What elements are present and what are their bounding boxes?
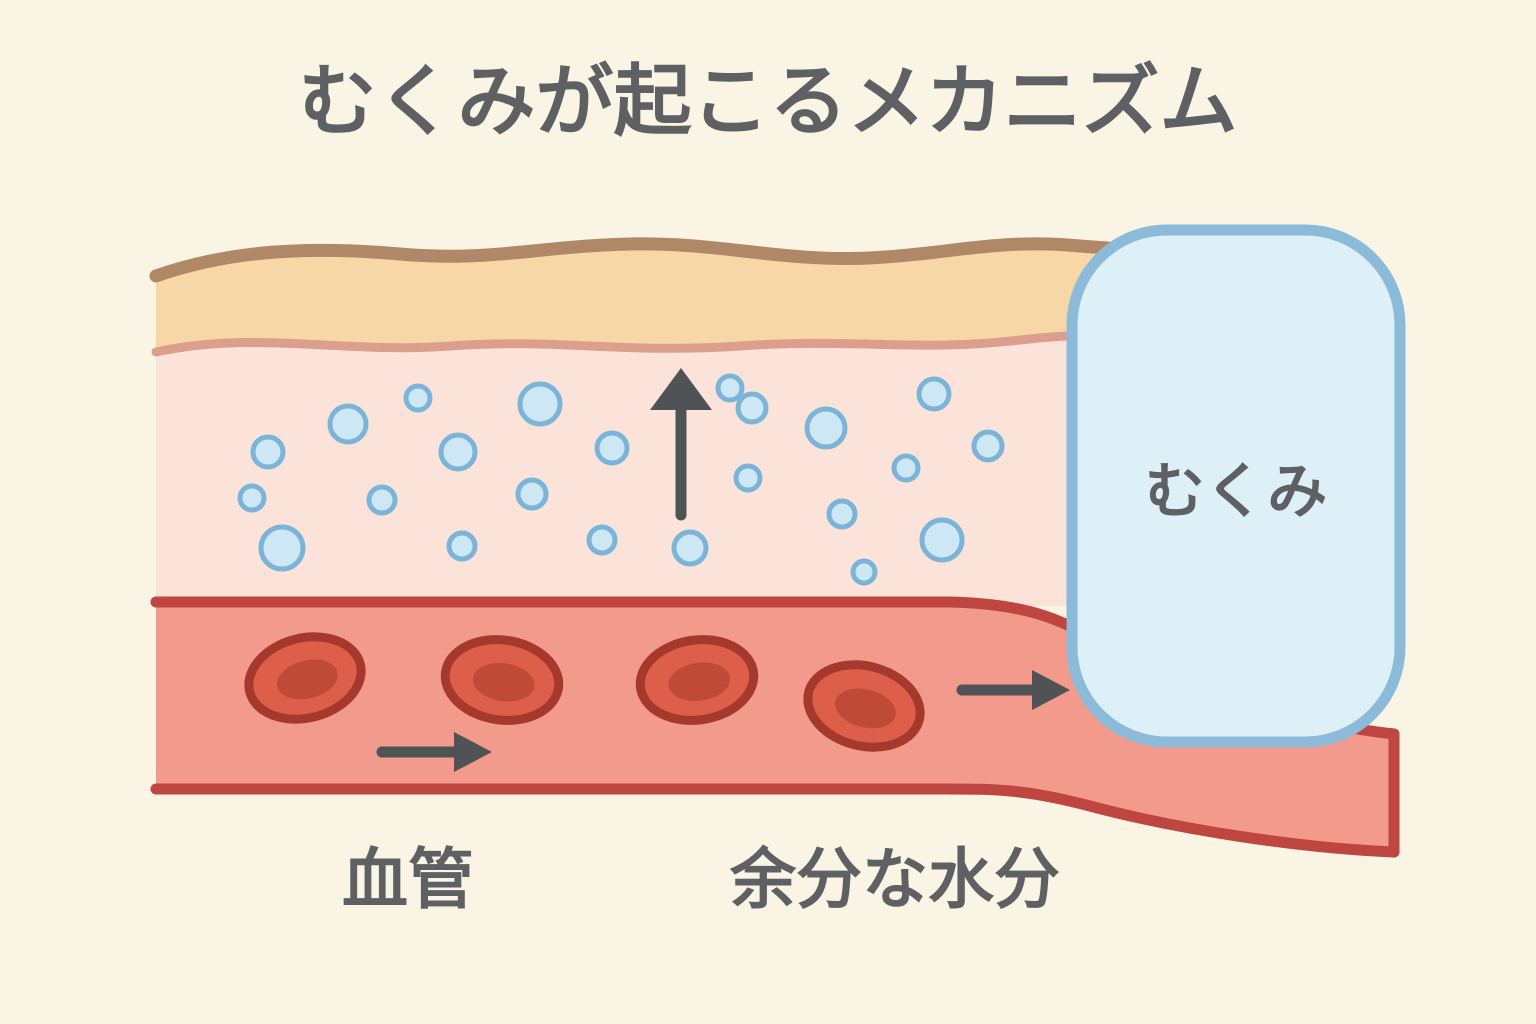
edema-blob: むくみ	[1066, 224, 1406, 748]
water-droplet-icon	[671, 529, 709, 567]
water-droplet-icon	[971, 429, 1005, 463]
water-droplet-icon	[327, 403, 369, 445]
skin-fill	[156, 243, 1160, 352]
water-droplet-icon	[733, 463, 763, 493]
vessel-label: 血管	[342, 842, 474, 916]
tissue-layer	[156, 335, 1160, 606]
water-droplet-icon	[850, 558, 878, 586]
water-droplet-icon	[586, 524, 618, 556]
water-droplet-icon	[446, 530, 478, 562]
page-title: むくみが起こるメカニズム	[298, 57, 1237, 145]
water-droplet-icon	[438, 432, 478, 472]
water-droplet-icon	[919, 517, 965, 563]
skin-layer	[149, 237, 1167, 357]
water-droplet-icon	[366, 484, 398, 516]
water-droplet-icon	[517, 381, 563, 427]
water-droplet-icon	[237, 483, 267, 513]
water-droplet-icon	[826, 498, 858, 530]
water-droplet-icon	[916, 376, 952, 412]
water-droplet-icon	[258, 524, 306, 572]
edema-label: むくみ	[1145, 458, 1327, 525]
red-blood-cell-icon	[635, 635, 759, 725]
flow-arrow-icon	[376, 732, 492, 772]
red-blood-cell-icon	[244, 632, 366, 724]
water-droplet-icon	[594, 430, 630, 466]
water-droplets	[237, 373, 1005, 586]
edema-shape	[1066, 224, 1406, 748]
red-blood-cell-icon	[803, 660, 925, 752]
water-droplet-icon	[891, 453, 921, 483]
water-droplet-icon	[515, 477, 549, 511]
upward-arrow-icon	[650, 368, 712, 521]
tissue-fill	[156, 335, 1160, 606]
skin-under-line	[151, 330, 1165, 357]
vessel-bottom-outline	[150, 783, 1400, 858]
water-droplet-icon	[250, 434, 286, 470]
water-droplet-icon	[735, 391, 769, 425]
water-droplet-icon	[804, 406, 848, 450]
skin-top-line	[149, 237, 1167, 283]
flow-arrow-icon	[956, 670, 1070, 710]
red-blood-cells	[244, 632, 925, 752]
excess-water-label: 余分な水分	[729, 842, 1060, 916]
red-blood-cell-icon	[440, 635, 564, 725]
water-droplet-icon	[403, 383, 433, 413]
water-droplet-icon	[715, 373, 745, 403]
